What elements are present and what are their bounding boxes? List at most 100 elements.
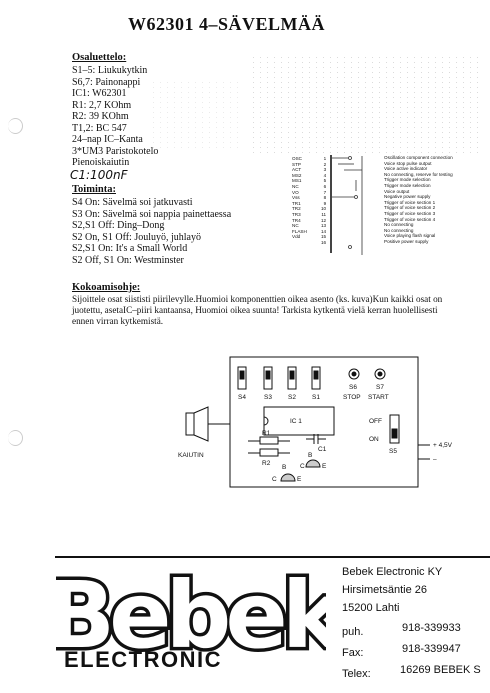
- parts-item: T1,2: BC 547: [72, 122, 127, 134]
- phone-label: puh.: [342, 626, 364, 638]
- bebek-logo: Bebek ELECTRONIC: [56, 565, 326, 673]
- pin-name: FLASH: [292, 228, 307, 234]
- pin-name: ACT: [292, 167, 302, 173]
- stop-label: STOP: [343, 394, 361, 401]
- transistor-b: B: [308, 452, 312, 459]
- pin-number: 7: [323, 189, 327, 195]
- r2-label: R2: [262, 460, 271, 467]
- pin-number: 4: [323, 172, 327, 178]
- company-address: Bebek Electronic KY Hirsimetsäntie 26 15…: [342, 566, 481, 680]
- logo-wordmark: Bebek: [56, 565, 326, 669]
- button-label: S6: [349, 384, 357, 391]
- pin-number: 14: [321, 228, 327, 234]
- parts-item: S1–5: Liukukytkin: [72, 65, 148, 76]
- pin-number: 15: [321, 234, 327, 240]
- speaker-symbol: [185, 412, 195, 436]
- separator-line: [55, 556, 490, 558]
- button-label: S7: [376, 384, 384, 391]
- function-item: S2,S1 On: It's a Small World: [72, 243, 188, 254]
- pin-table-divider: [330, 155, 332, 253]
- transistor-b: B: [282, 464, 286, 471]
- assembly-heading: Kokoamisohje:: [72, 282, 141, 293]
- pin-connection-marks: [332, 156, 363, 255]
- pin-description: No connecting, reserve for testing: [384, 171, 453, 177]
- parts-item: Pienoiskaiutin: [72, 157, 130, 168]
- minus-label: –: [433, 456, 437, 463]
- pin-description: Trigger of voice section 2: [384, 205, 436, 211]
- start-label: START: [368, 394, 389, 401]
- pin-number: 9: [323, 200, 327, 206]
- parts-item: R1: 2,7 KOhm: [72, 99, 132, 111]
- speaker-label: KAIUTIN: [178, 452, 204, 459]
- transistor-c: C: [272, 476, 277, 483]
- switch-label: S3: [264, 394, 272, 401]
- pin-name: TR2: [292, 206, 301, 212]
- handwritten-c1-note: C1:100nF: [70, 168, 128, 182]
- telex-number: 16269 BEBEK S: [400, 664, 481, 676]
- page-title: W62301 4–SÄVELMÄÄ: [128, 14, 326, 34]
- pcb-outline: [229, 356, 419, 488]
- pin-name: MS1: [292, 178, 302, 184]
- pin-number: 16: [321, 239, 327, 245]
- pin-description: Negative power supply: [384, 194, 431, 200]
- pin-name: TR4: [292, 217, 301, 223]
- pin-description: Oscillation component connection: [384, 155, 453, 160]
- function-item: S2 Off, S1 On: Westminster: [72, 254, 184, 266]
- company-name: Bebek Electronic KY: [342, 566, 443, 578]
- pin-description: Trigger of voice section 4: [384, 216, 436, 222]
- pin-description: Positive power supply: [384, 238, 429, 244]
- transistor-e: E: [322, 463, 327, 470]
- scan-noise: [250, 55, 480, 155]
- transistor-e: E: [297, 476, 302, 483]
- punch-hole: [8, 118, 23, 134]
- pin-name: TR3: [292, 211, 301, 217]
- scan-noise: [150, 80, 240, 150]
- pin-number: 12: [321, 217, 327, 223]
- pin-number: 13: [321, 223, 327, 229]
- pin-name: TR1: [292, 200, 301, 206]
- pin-name: OSC: [292, 156, 302, 161]
- pin-number: 8: [323, 195, 327, 201]
- s5-label: S5: [389, 448, 397, 455]
- switch-label: S1: [312, 394, 320, 401]
- circuit-board-diagram: S4 S3 S2 S1 S6 S7 STOP START IC 1 OFF ON…: [178, 356, 453, 488]
- pin-name: Vss: [292, 195, 300, 201]
- pin-name: STP: [292, 161, 301, 167]
- function-item: S2,S1 Off: Ding–Dong: [72, 220, 165, 231]
- pin-number: 1: [323, 156, 327, 161]
- pin-description: Trigger mode selection: [384, 182, 431, 188]
- stop-button-symbol: [348, 368, 360, 380]
- pin-description: Voice stop pulse output: [384, 160, 432, 166]
- assembly-section: Kokoamisohje: Sijoittele osat siististi …: [72, 282, 452, 327]
- pin-description: Voice output: [384, 188, 410, 194]
- transistor-c: C: [300, 463, 305, 470]
- pin-name: Vdd: [292, 234, 301, 240]
- ic-label: IC 1: [290, 418, 302, 425]
- ic-outline: [263, 406, 335, 436]
- pin-name: VO: [292, 189, 299, 195]
- start-button-symbol: [374, 368, 386, 380]
- function-item: S2 On, S1 Off: Jouluyö, juhlayö: [72, 231, 201, 243]
- function-item: S3 On: Sävelmä soi nappia painettaessa: [72, 208, 232, 220]
- pin-description: No connecting: [384, 222, 414, 228]
- pin-description: Trigger mode selection: [384, 177, 431, 183]
- pin-number: 10: [321, 206, 327, 212]
- on-label: ON: [369, 436, 379, 443]
- pin-name: MS2: [292, 172, 302, 178]
- voltage-label: + 4,5V: [433, 442, 453, 449]
- parts-item: 3*UM3 Paristokotelo: [72, 145, 159, 157]
- switch-label: S2: [288, 394, 296, 401]
- c1-label: C1: [318, 446, 327, 453]
- pin-description: No connecting: [384, 227, 414, 233]
- pin-number: 3: [323, 167, 327, 173]
- off-label: OFF: [369, 418, 382, 425]
- function-item: S4 On: Sävelmä soi jatkuvasti: [72, 197, 193, 208]
- assembly-text: Sijoittele osat siististi piirilevylle.H…: [72, 294, 443, 326]
- fax-label: Fax:: [342, 647, 364, 659]
